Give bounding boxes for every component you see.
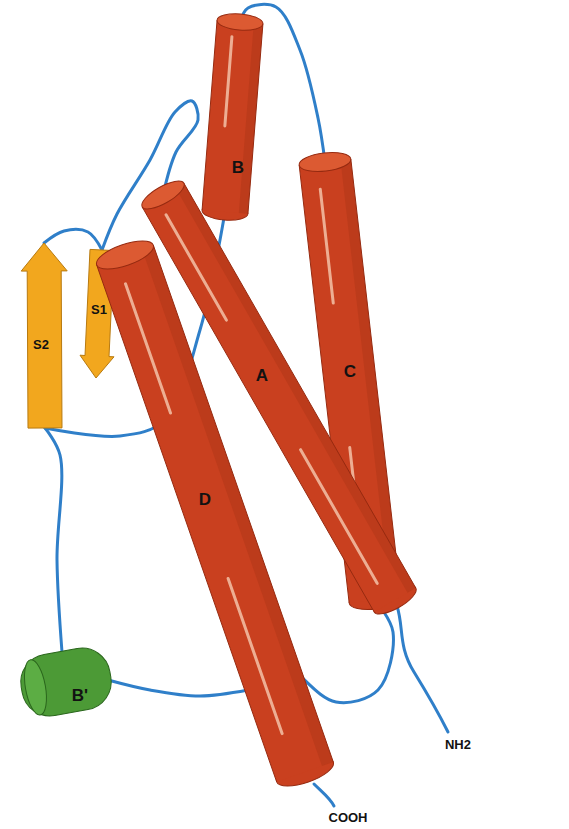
terminus-label-holder: NH2 — [445, 738, 471, 752]
helix-cap — [93, 235, 157, 275]
beta-strand: S2 — [17, 216, 72, 455]
helix-shade — [239, 23, 263, 214]
helix-edge — [202, 20, 217, 210]
strand-label: S1 — [91, 303, 107, 317]
helix-highlight — [166, 215, 226, 320]
helix-body — [299, 159, 401, 603]
helix-label: B' — [72, 687, 88, 706]
helix-edge — [248, 24, 263, 214]
loop-connector — [108, 680, 248, 696]
helix-cylinder: B — [198, 0, 267, 239]
helix-body — [97, 245, 334, 782]
terminus-label: COOH — [329, 811, 368, 825]
helix-label: B — [232, 159, 244, 178]
helix-shade — [142, 245, 333, 766]
terminus-label: NH2 — [445, 738, 471, 752]
helix-body — [202, 20, 263, 214]
helix-highlight — [350, 448, 364, 566]
n-terminal-tail — [397, 606, 448, 732]
short-helix-shape — [17, 641, 115, 723]
short-helix-cap — [21, 658, 50, 717]
helix-highlight — [320, 189, 333, 303]
short-helix-body — [16, 644, 115, 721]
helix-label: C — [344, 363, 356, 382]
strand-arrow — [21, 243, 67, 428]
helix-cap — [298, 150, 352, 174]
helix-edge — [97, 265, 277, 782]
helix-cylinder: D — [91, 221, 339, 806]
helix-edge — [153, 245, 333, 762]
helix-highlight — [228, 578, 282, 733]
short-helix: B' — [17, 641, 115, 723]
helix-cylinder-shape — [91, 221, 339, 806]
terminus-label-holder: COOH — [329, 811, 368, 825]
helix-shade — [341, 159, 401, 598]
helix-cap — [138, 176, 188, 214]
helix-edge — [351, 159, 401, 597]
c-terminal-tail — [314, 784, 334, 806]
loop-connector — [44, 230, 102, 250]
helix-highlight — [126, 284, 171, 413]
helix-label: A — [256, 367, 268, 386]
helix-label: D — [199, 491, 211, 510]
helix-cap — [216, 12, 263, 32]
strand-label: S2 — [33, 338, 49, 352]
helix-cylinder-shape — [198, 0, 267, 239]
helix-highlight — [225, 37, 232, 126]
helix-edge — [299, 165, 349, 603]
loop-connector — [45, 428, 62, 652]
beta-strand-shape — [17, 216, 72, 455]
